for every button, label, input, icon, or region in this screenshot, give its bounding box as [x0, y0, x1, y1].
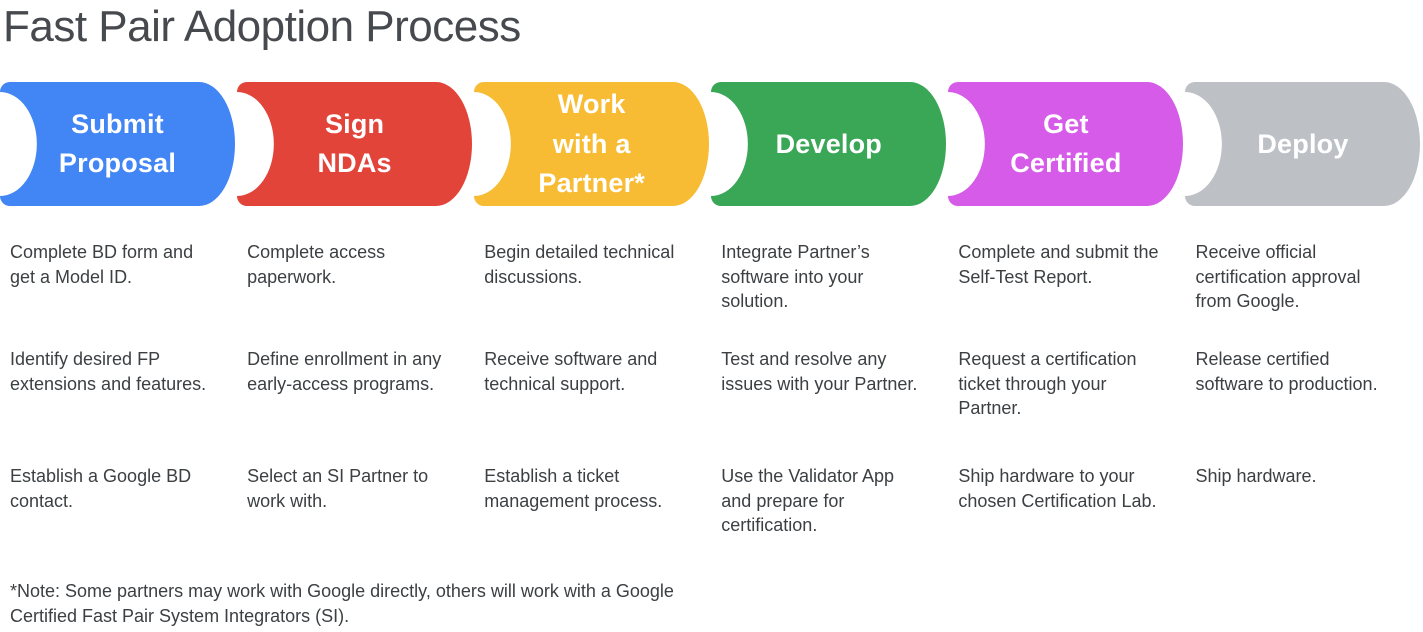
stage-step-text: Begin detailed technical discussions.: [484, 242, 675, 287]
stage-shape-deploy: Deploy: [1185, 82, 1421, 207]
stage-shape-sign-ndas: Sign NDAs: [237, 82, 473, 207]
stage-step-text: Establish a Google BD contact.: [10, 466, 192, 511]
stage-step-text: Complete BD form and get a Model ID.: [10, 242, 194, 287]
stage-step-text: Use the Validator App and prepare for ce…: [721, 466, 895, 536]
stage-shape-submit-proposal: Submit Proposal: [0, 82, 235, 207]
stage-step-text: Establish a ticket management process.: [484, 466, 663, 511]
footnote: *Note: Some partners may work with Googl…: [10, 581, 674, 626]
stage-step-text: Select an SI Partner to work with.: [247, 466, 429, 511]
stage-step-text: Complete access paperwork.: [247, 242, 386, 287]
stage-label: Sign NDAs: [317, 108, 392, 179]
stage-arrow-graphic: [0, 82, 235, 207]
stage-step-text: Test and resolve any issues with your Pa…: [721, 349, 918, 394]
stage-label: Get Certified: [1010, 108, 1122, 179]
stage-shape-get-certified: Get Certified: [948, 82, 1184, 207]
stage-step-text: Integrate Partner’s software into your s…: [721, 242, 870, 312]
stage-step-text: Complete and submit the Self-Test Report…: [958, 242, 1159, 287]
stage-column-develop: Develop Integrate Partner’s software int…: [711, 82, 948, 579]
stage-arrow-graphic: [711, 82, 947, 207]
stage-label: Develop: [775, 128, 882, 159]
stage-arrow-graphic: [1185, 82, 1421, 207]
stage-shape-work-with-partner: Work with a Partner*: [474, 82, 710, 207]
stage-column-sign-ndas: Sign NDAs Complete access paperwork. Def…: [237, 82, 474, 579]
stage-label: Submit Proposal: [58, 108, 177, 179]
process-columns: Submit Proposal Complete BD form and get…: [0, 82, 1423, 579]
stage-label: Deploy: [1257, 128, 1349, 159]
stage-step-text: Receive software and technical support.: [484, 349, 658, 394]
stage-step-text: Define enrollment in any early-access pr…: [247, 349, 442, 394]
stage-step-text: Ship hardware to your chosen Certificati…: [958, 466, 1157, 511]
stage-step-text: Identify desired FP extensions and featu…: [10, 349, 207, 394]
stage-arrow-graphic: [948, 82, 1184, 207]
stage-step-text: Ship hardware.: [1195, 466, 1317, 487]
stage-arrow-graphic: [474, 82, 710, 207]
page-title: Fast Pair Adoption Process: [3, 2, 521, 51]
stage-column-deploy: Deploy Receive official certification ap…: [1185, 82, 1422, 579]
stage-step-text: Receive official certification approval …: [1195, 242, 1361, 312]
stage-column-work-with-partner: Work with a Partner* Begin detailed tech…: [474, 82, 711, 579]
stage-column-get-certified: Get Certified Complete and submit the Se…: [948, 82, 1185, 579]
stage-step-text: Release certified software to production…: [1195, 349, 1378, 394]
stage-step-text: Request a certification ticket through y…: [958, 349, 1137, 419]
stage-shape-develop: Develop: [711, 82, 947, 207]
stage-label: Work with a Partner*: [538, 89, 646, 198]
stage-column-submit-proposal: Submit Proposal Complete BD form and get…: [0, 82, 237, 579]
stage-arrow-graphic: [237, 82, 473, 207]
